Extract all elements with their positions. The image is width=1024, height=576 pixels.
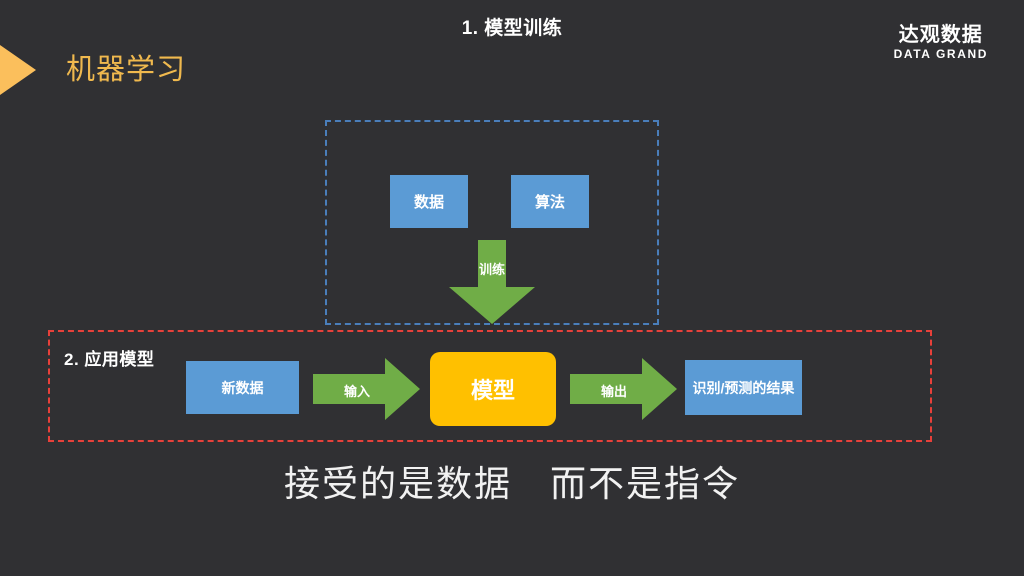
box-model: 模型 — [430, 352, 556, 426]
panel-model-training-title: 1. 模型训练 — [461, 18, 563, 39]
box-new-data: 新数据 — [186, 361, 299, 414]
arrow-down-training-icon — [449, 240, 535, 324]
panel-apply-model — [48, 330, 932, 442]
box-algorithm: 算法 — [511, 175, 589, 228]
panel-model-training — [325, 120, 659, 325]
brand-name-cn: 达观数据 — [898, 24, 983, 46]
triangle-right-icon — [0, 45, 36, 95]
box-data: 数据 — [390, 175, 468, 228]
arrow-right-input-icon — [313, 358, 420, 420]
arrow-label-input: 输入 — [343, 384, 370, 399]
arrow-right-output-icon — [570, 358, 677, 420]
slide-caption: 接受的是数据 而不是指令 — [283, 463, 740, 504]
arrow-label-output: 输出 — [600, 384, 627, 399]
panel-apply-model-title: 2. 应用模型 — [64, 350, 155, 369]
box-result: 识别/预测的结果 — [685, 360, 802, 415]
brand-name-en: DATA GRAND — [893, 47, 988, 61]
page-title: 机器学习 — [66, 54, 187, 86]
brand-logo: 达观数据 DATA GRAND — [894, 24, 988, 62]
arrow-label-training: 训练 — [478, 262, 505, 277]
